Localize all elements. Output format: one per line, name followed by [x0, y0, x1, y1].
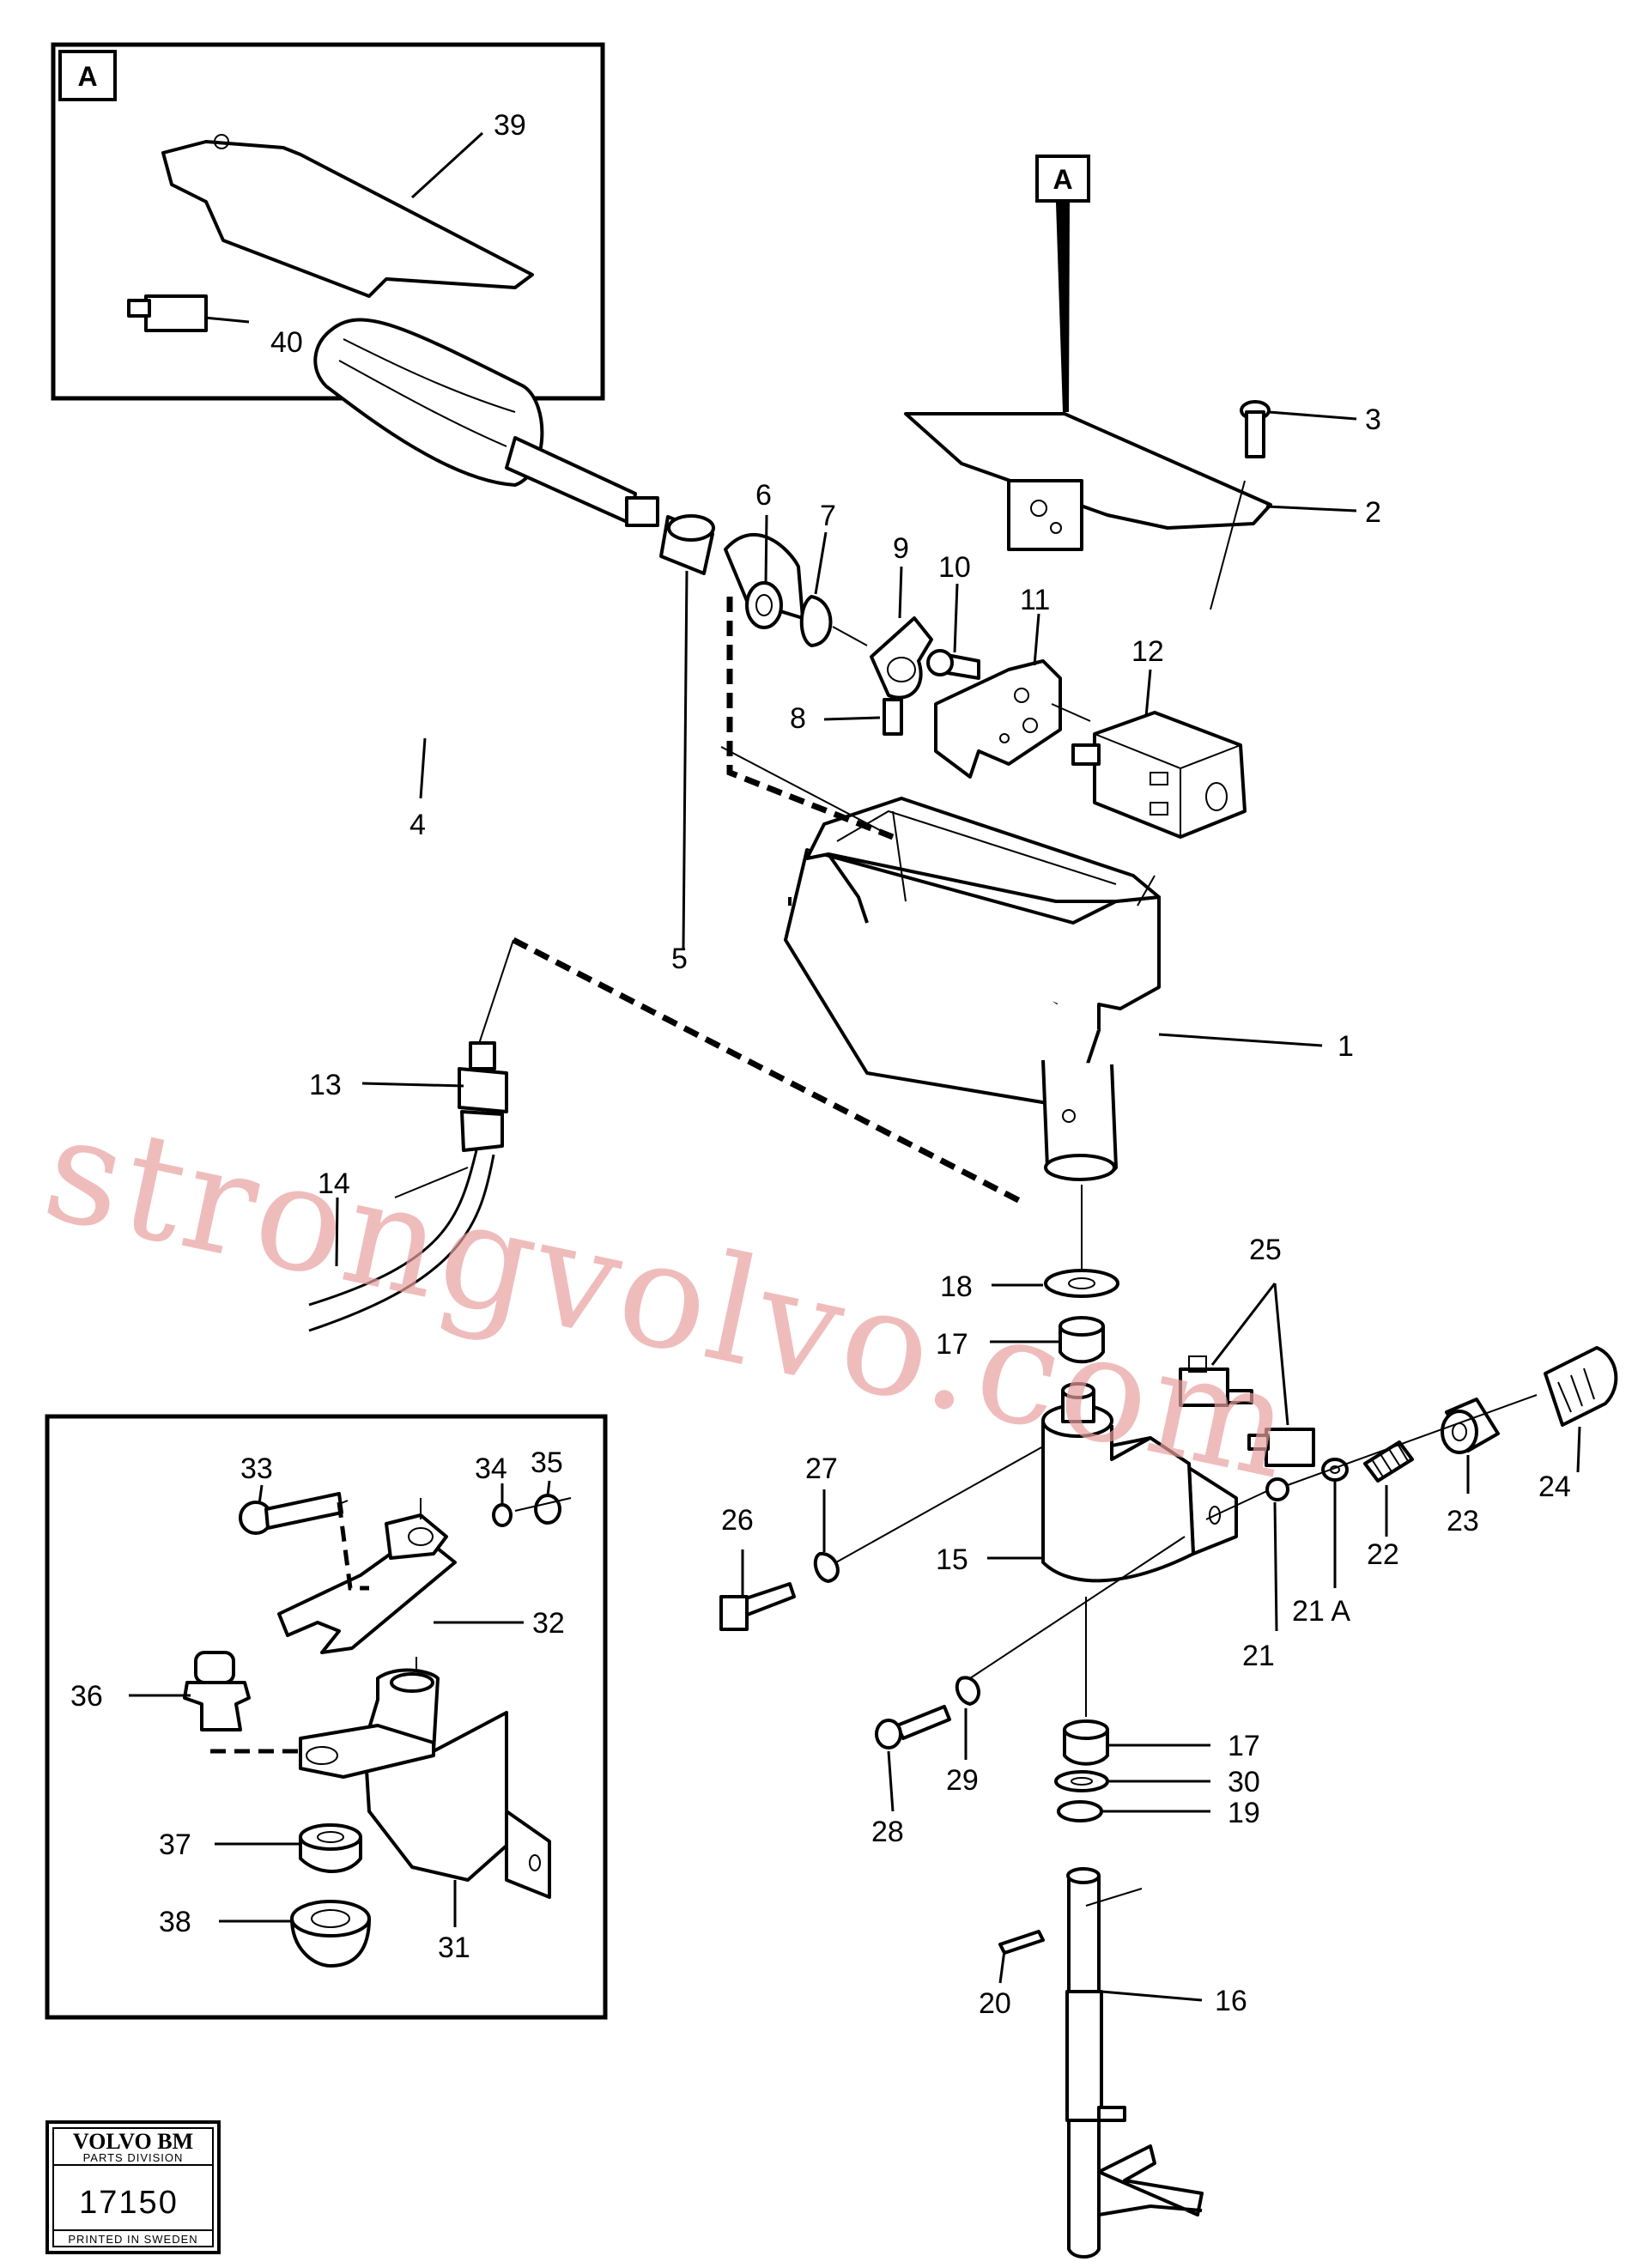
- knob-24: [1544, 1346, 1618, 1427]
- handle-4: [313, 318, 659, 527]
- housing-23: [1441, 1398, 1500, 1454]
- label-19: 19: [1228, 1797, 1260, 1829]
- nut-21a: [1321, 1458, 1349, 1482]
- label-38: 38: [159, 1906, 191, 1938]
- switch-25: [1179, 1355, 1315, 1467]
- label-23: 23: [1447, 1505, 1479, 1537]
- title-block-division: PARTS DIVISION: [83, 2151, 184, 2164]
- plate-2: [904, 412, 1272, 530]
- lever-32: [277, 1513, 457, 1654]
- screw-26: [719, 1582, 796, 1631]
- circlip-19: [1057, 1800, 1103, 1822]
- label-3: 3: [1365, 403, 1381, 436]
- bracket-31: [299, 1668, 551, 1899]
- label-22: 22: [1367, 1538, 1399, 1571]
- detail-box-lower: [45, 1414, 608, 2020]
- label-34: 34: [475, 1452, 507, 1485]
- cable-14: [308, 1149, 478, 1307]
- label-28: 28: [871, 1816, 904, 1848]
- label-12: 12: [1131, 635, 1164, 668]
- part-labels: 39 40 3 2 6 7 9 10 11 12 8 4 5 1 13 14 1…: [70, 109, 1571, 2020]
- detail-box-a-label: A: [77, 61, 97, 92]
- label-24: 24: [1538, 1471, 1571, 1503]
- washer-30: [1054, 1770, 1109, 1792]
- screw-28: [875, 1705, 951, 1750]
- label-25: 25: [1249, 1234, 1282, 1266]
- label-37: 37: [159, 1828, 191, 1861]
- label-10: 10: [938, 551, 971, 584]
- bracket-15: [1040, 1382, 1238, 1583]
- dashed-route-top: [726, 597, 895, 840]
- bracket-11: [934, 659, 1062, 779]
- label-29: 29: [946, 1764, 979, 1797]
- circlip-27: [813, 1551, 840, 1583]
- housing-1: [724, 532, 1161, 1181]
- title-block-brand: VOLVO BM: [73, 2129, 193, 2154]
- plug-13: [458, 1041, 508, 1152]
- pointer-a: A: [1035, 155, 1090, 412]
- label-27: 27: [805, 1452, 838, 1485]
- label-35: 35: [531, 1446, 563, 1479]
- pin-20: [998, 1930, 1045, 1955]
- label-11: 11: [1020, 584, 1050, 616]
- label-16: 16: [1215, 1985, 1247, 2017]
- leader-lines: [129, 410, 1581, 2002]
- label-13: 13: [309, 1069, 342, 1101]
- label-39: 39: [494, 109, 526, 142]
- plate-39: [161, 140, 534, 298]
- label-21a: 21 A: [1292, 1595, 1350, 1628]
- label-5: 5: [671, 943, 688, 975]
- detail-box-a: A: [51, 42, 605, 401]
- title-block-printed: PRINTED IN SWEDEN: [68, 2233, 197, 2246]
- plate-2-bracket: [1007, 479, 1083, 551]
- label-20: 20: [979, 1987, 1011, 2020]
- label-14: 14: [318, 1167, 350, 1200]
- label-17-top: 17: [936, 1328, 968, 1361]
- setscrew-8: [883, 698, 903, 736]
- nut-37: [299, 1823, 362, 1873]
- nut-35: [534, 1494, 561, 1525]
- label-17-bottom: 17: [1228, 1730, 1260, 1762]
- screw-3: [1240, 400, 1271, 458]
- label-8: 8: [790, 702, 806, 735]
- label-15: 15: [936, 1543, 968, 1576]
- label-7: 7: [820, 500, 836, 532]
- label-2: 2: [1365, 496, 1381, 529]
- title-block-number: 17150: [79, 2185, 179, 2221]
- cap-38: [290, 1900, 371, 1968]
- label-6: 6: [755, 479, 772, 512]
- label-18: 18: [940, 1270, 973, 1303]
- screw-10: [926, 649, 980, 680]
- label-30: 30: [1228, 1766, 1260, 1798]
- button-36: [183, 1651, 251, 1731]
- title-block: VOLVO BM PARTS DIVISION 17150 PRINTED IN…: [45, 2120, 221, 2254]
- label-4: 4: [409, 809, 426, 841]
- label-31: 31: [438, 1931, 470, 1964]
- label-9: 9: [893, 532, 909, 565]
- pointer-a-label: A: [1053, 164, 1072, 195]
- circlip-29: [955, 1676, 980, 1706]
- lever-9: [870, 616, 933, 700]
- shaft-16: [1065, 1867, 1204, 2259]
- bushing-17-bottom: [1063, 1719, 1109, 1766]
- circlip-7: [799, 595, 833, 647]
- ball-21: [1265, 1477, 1289, 1501]
- label-40: 40: [270, 326, 303, 359]
- switch-12: [1071, 711, 1247, 839]
- bolt-33: [239, 1492, 349, 1535]
- label-32: 32: [532, 1607, 565, 1640]
- bushing-17-top: [1059, 1316, 1105, 1364]
- bushing-5: [659, 514, 715, 575]
- label-1: 1: [1338, 1030, 1354, 1063]
- label-21: 21: [1242, 1640, 1275, 1672]
- washer-6: [745, 581, 783, 629]
- label-26: 26: [721, 1504, 754, 1537]
- label-33: 33: [240, 1452, 273, 1485]
- label-36: 36: [70, 1680, 103, 1713]
- switch-40: [127, 294, 250, 332]
- washer-34: [492, 1503, 513, 1527]
